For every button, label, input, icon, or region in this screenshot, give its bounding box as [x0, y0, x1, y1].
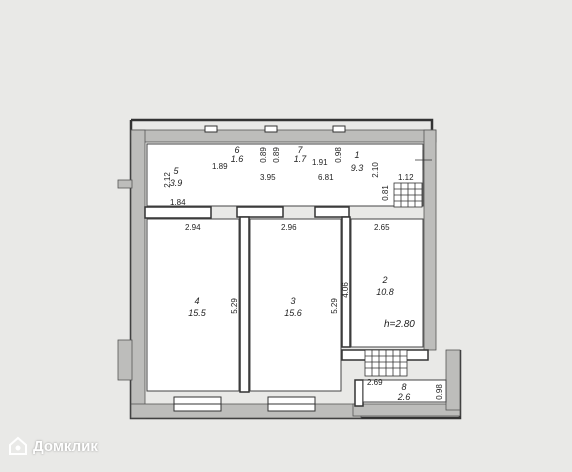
- room-1-number: 1: [354, 150, 359, 160]
- room-2-number: 2: [381, 275, 387, 285]
- hatch-marks: [415, 150, 432, 170]
- dim-0-81: 0.81: [381, 185, 390, 201]
- room-3-number: 3: [290, 296, 295, 306]
- dim-2-12: 2.12: [163, 172, 172, 188]
- wall-fill: [117, 129, 461, 419]
- dim-6-81: 6.81: [318, 173, 334, 182]
- room-6-number: 6: [234, 145, 239, 155]
- room-4-area: 15.5: [188, 308, 207, 318]
- room-labels: 1 9.3 2 10.8 3 15.6 4 15.5 5 3.9 6 1.6 7…: [170, 145, 411, 402]
- dim-0-89b: 0.89: [272, 147, 281, 163]
- room-floors: [146, 143, 447, 403]
- room-8-number: 8: [401, 382, 406, 392]
- dim-2-94: 2.94: [185, 223, 201, 232]
- dim-2-65: 2.65: [374, 223, 390, 232]
- dim-1-84: 1.84: [170, 198, 186, 207]
- dim-2-69: 2.69: [367, 378, 383, 387]
- dim-1-89: 1.89: [212, 162, 228, 171]
- dim-4-06: 4.06: [341, 282, 350, 298]
- dim-5-29b: 5.29: [330, 298, 339, 314]
- room-8-area: 2.6: [397, 392, 411, 402]
- room-5-number: 5: [173, 166, 179, 176]
- dim-0-98b: 0.98: [435, 384, 444, 400]
- vent-grid: [393, 182, 423, 208]
- dim-2-96: 2.96: [281, 223, 297, 232]
- room-1-area: 9.3: [351, 163, 364, 173]
- dim-0-98a: 0.98: [334, 147, 343, 163]
- room-2-area: 10.8: [376, 287, 394, 297]
- domclick-watermark: Домклик: [8, 436, 98, 456]
- room-3-area: 15.6: [284, 308, 302, 318]
- dim-1-12: 1.12: [398, 173, 414, 182]
- dim-2-10: 2.10: [371, 162, 380, 178]
- watermark-text: Домклик: [33, 437, 98, 455]
- ceiling-height: h=2.80: [384, 319, 415, 330]
- room-5-area: 3.9: [170, 178, 183, 188]
- dim-3-95: 3.95: [260, 173, 276, 182]
- dimension-labels: 2.12 1.89 0.89 3.95 0.89 1.91 0.98 6.81 …: [163, 147, 444, 400]
- dim-1-91: 1.91: [312, 158, 328, 167]
- room-4-number: 4: [194, 296, 199, 306]
- room-7-area: 1.7: [294, 154, 308, 164]
- room-6-area: 1.6: [231, 154, 244, 164]
- domclick-logo-icon: [9, 436, 27, 455]
- dim-5-29a: 5.29: [230, 298, 239, 314]
- dim-0-89a: 0.89: [259, 147, 268, 163]
- stairs: [364, 349, 408, 377]
- windows: [173, 125, 346, 412]
- room-7-number: 7: [297, 145, 303, 155]
